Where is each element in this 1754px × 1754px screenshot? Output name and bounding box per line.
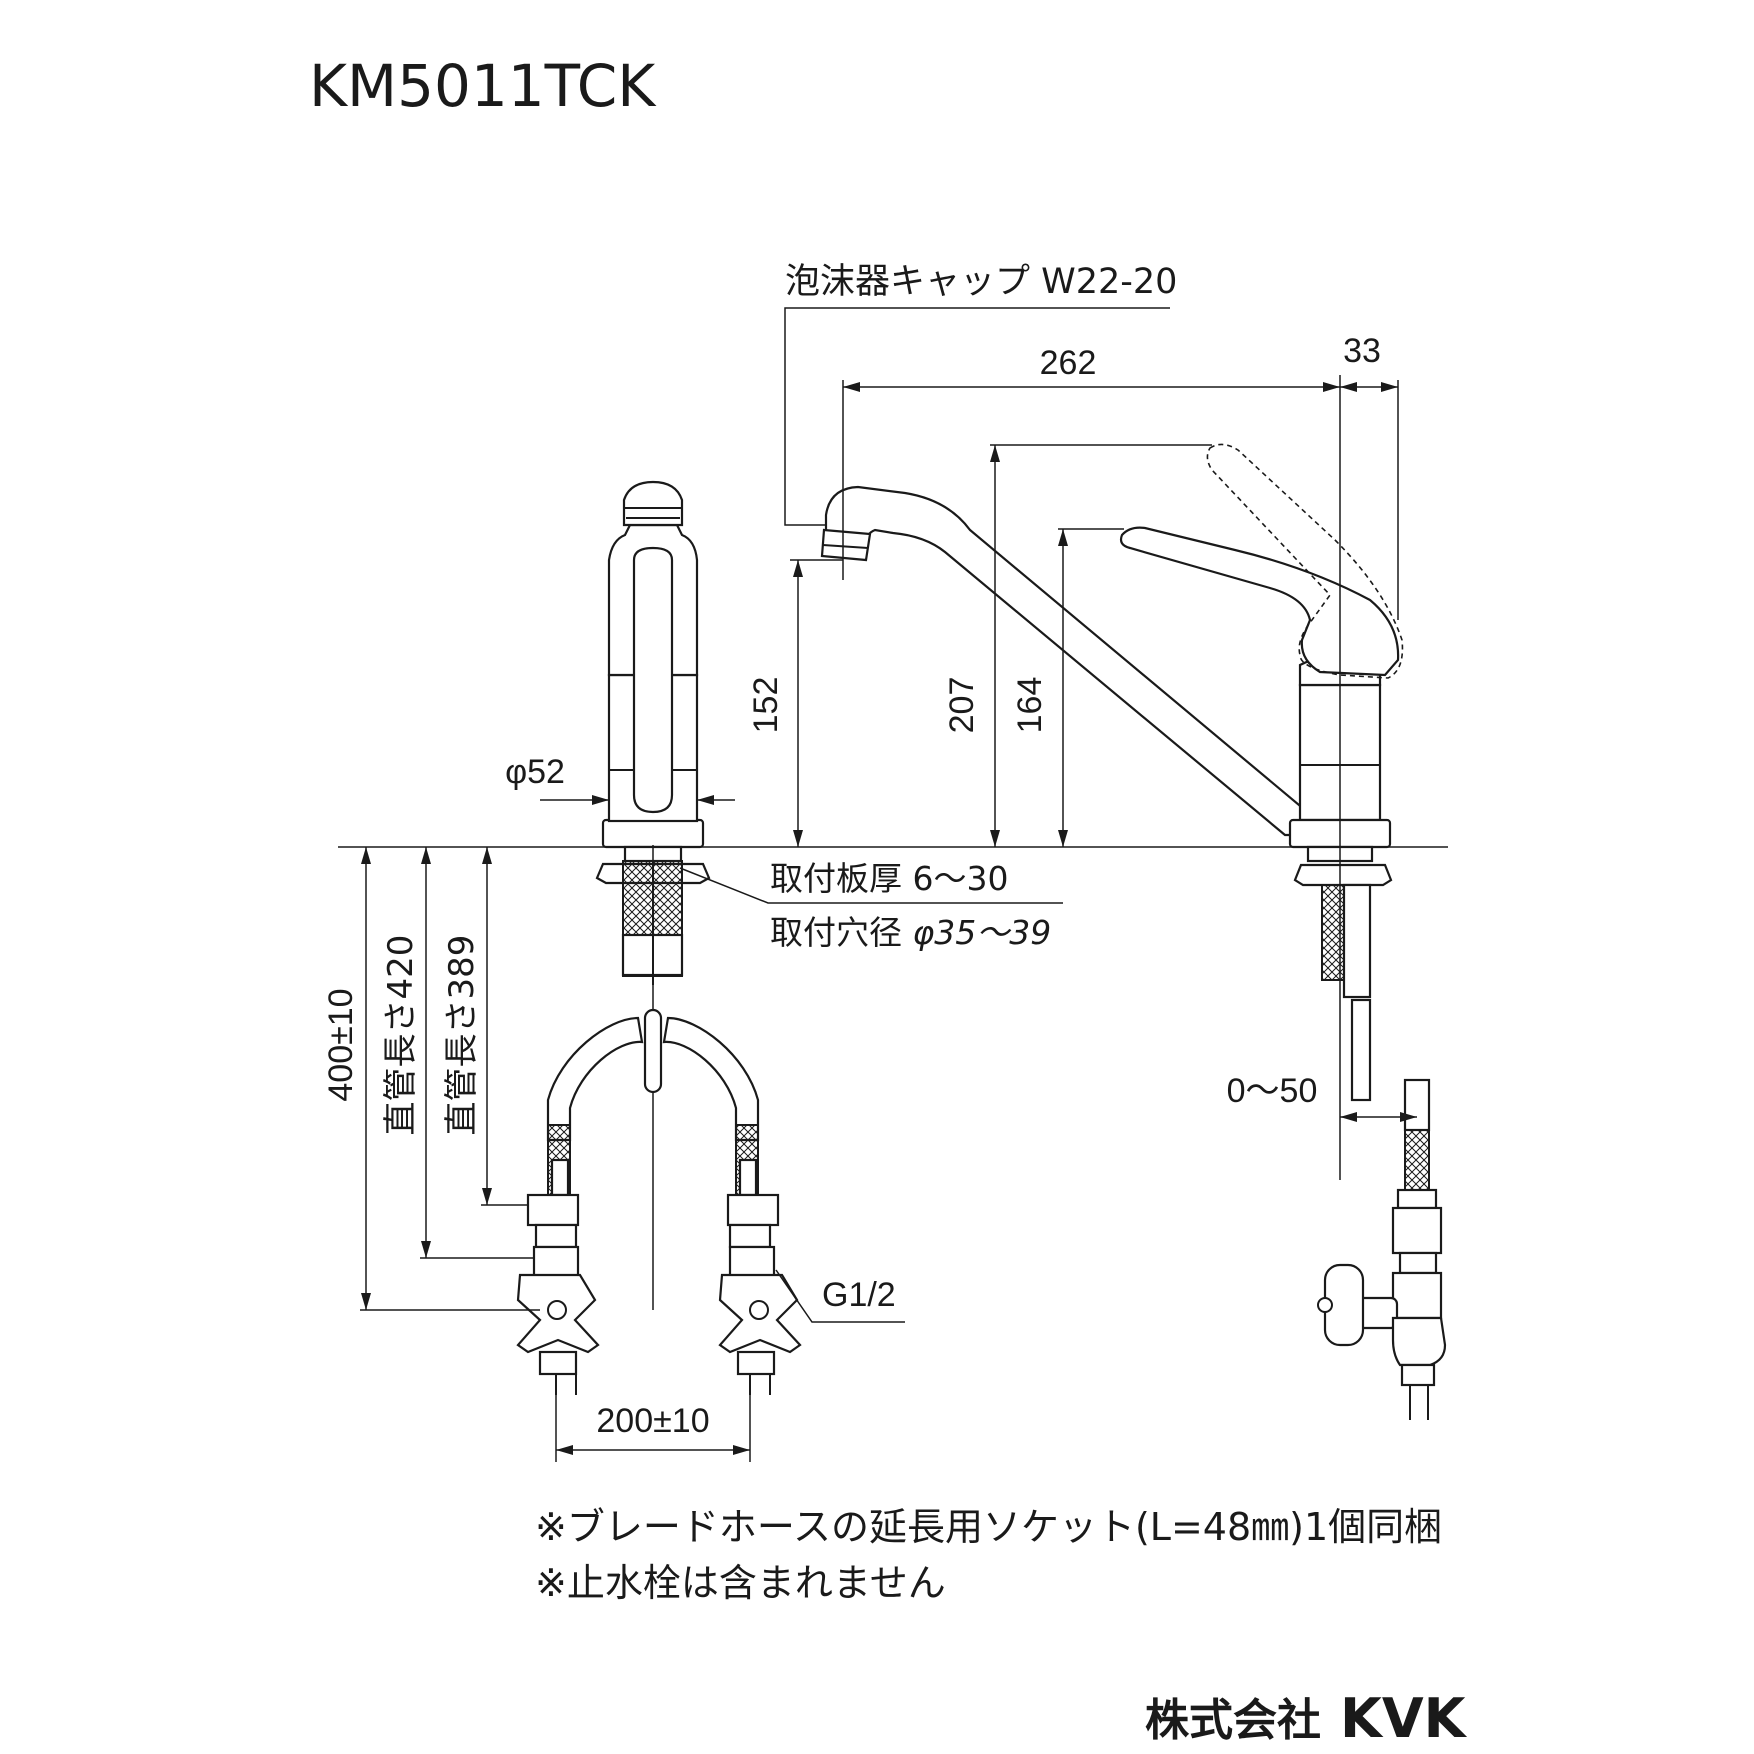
aerator-leader bbox=[784, 307, 1170, 526]
side-handle-lever bbox=[1119, 526, 1400, 677]
pipe-length-389: 直管長さ389 bbox=[442, 935, 482, 1136]
mount-leader bbox=[679, 867, 1063, 904]
front-spout-head bbox=[622, 480, 684, 527]
hole-diameter-prefix: 取付穴径 bbox=[770, 913, 913, 952]
dim-400: 400±10 bbox=[322, 988, 360, 1101]
dim-262: 262 bbox=[1040, 344, 1097, 382]
pipe-length-420: 直管長さ420 bbox=[381, 935, 421, 1136]
front-base-ring bbox=[601, 818, 705, 849]
left-union-nut bbox=[526, 1193, 580, 1227]
model-number: KM5011TCK bbox=[309, 52, 657, 120]
side-supply-tube bbox=[1350, 998, 1372, 1102]
thread-label: G1/2 bbox=[822, 1276, 896, 1314]
hole-diameter-value: φ35～39 bbox=[913, 913, 1052, 952]
thread-leader bbox=[775, 1269, 905, 1323]
note-socket: ※ブレードホースの延長用ソケット(L=48㎜)1個同梱 bbox=[535, 1505, 1442, 1549]
left-stop-valve bbox=[516, 1193, 600, 1395]
center-tab bbox=[643, 1008, 663, 1094]
manufacturer-logo: KVK bbox=[1340, 1687, 1468, 1750]
aerator-cap bbox=[820, 528, 872, 562]
right-stop-valve bbox=[718, 1193, 802, 1395]
plate-thickness-label: 取付板厚 6～30 bbox=[770, 859, 1008, 898]
right-union-nut bbox=[726, 1193, 780, 1227]
dim-207: 207 bbox=[943, 677, 981, 734]
side-union-nut bbox=[1391, 1206, 1443, 1255]
side-stop-valve bbox=[1317, 1078, 1447, 1420]
right-hose-curve bbox=[662, 1016, 760, 1142]
dim-phi52: φ52 bbox=[505, 753, 565, 791]
hole-diameter-label: 取付穴径 φ35～39 bbox=[770, 913, 1051, 952]
manufacturer-prefix: 株式会社 bbox=[1145, 1695, 1321, 1746]
side-view-faucet bbox=[820, 375, 1447, 1420]
front-handle-lever bbox=[632, 546, 674, 814]
aerator-label: 泡沫器キャップ W22-20 bbox=[785, 262, 1177, 302]
side-handle-raised bbox=[1206, 443, 1404, 679]
dim-152: 152 bbox=[747, 677, 785, 734]
dim-0-50: 0～50 bbox=[1227, 1072, 1318, 1110]
left-hose-curve bbox=[546, 1016, 644, 1142]
dim-33: 33 bbox=[1343, 332, 1381, 370]
dim-200: 200±10 bbox=[596, 1402, 709, 1440]
dim-164: 164 bbox=[1011, 677, 1049, 734]
note-valve: ※止水栓は含まれません bbox=[535, 1561, 946, 1605]
front-view-faucet bbox=[516, 480, 802, 1395]
